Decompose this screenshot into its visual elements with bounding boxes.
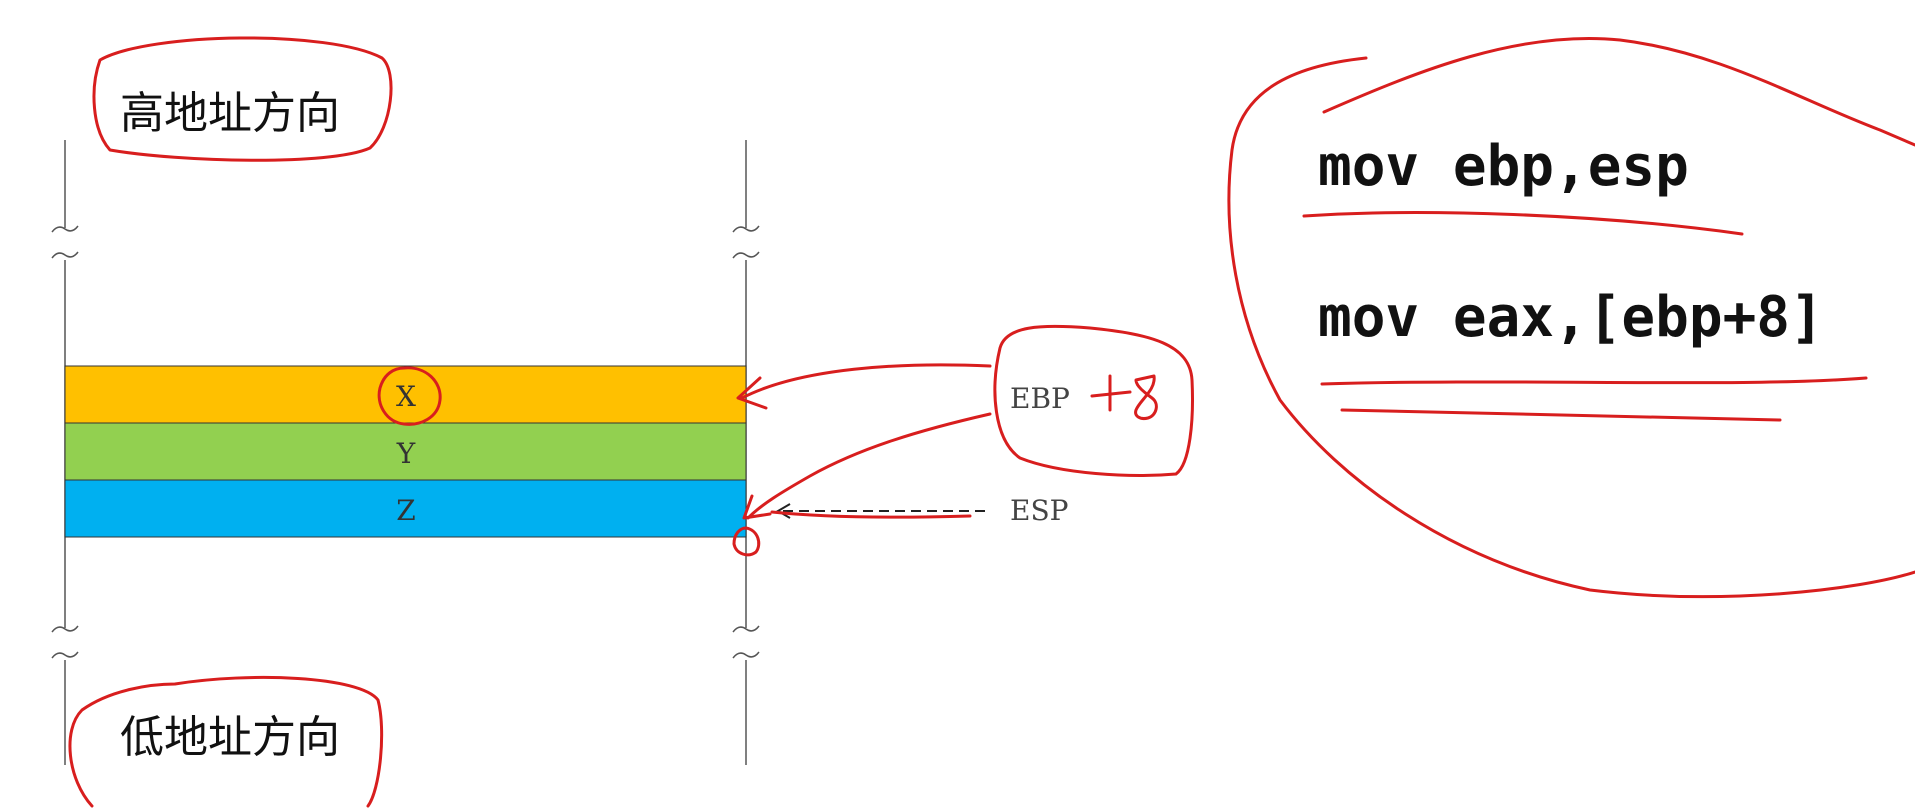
x-circle xyxy=(377,366,442,426)
break-mark-bottom-right-2 xyxy=(732,651,760,659)
low-address-label: 低地址方向 xyxy=(120,712,340,763)
break-mark-top-left xyxy=(51,225,79,233)
esp-arrowhead-red xyxy=(742,494,772,520)
code-underline-3 xyxy=(1340,408,1782,422)
plus-eight-plus xyxy=(1090,374,1132,412)
ebp-bubble xyxy=(993,324,1194,477)
code-line-1: mov ebp,esp xyxy=(1318,134,1689,199)
esp-bottom-circle xyxy=(732,526,761,557)
break-mark-top-right-2 xyxy=(732,251,760,259)
stack-cell-z-label: Z xyxy=(396,494,415,527)
high-address-circle xyxy=(92,36,393,162)
code-underline-1 xyxy=(1302,211,1744,236)
break-mark-bottom-right xyxy=(732,625,760,633)
code-bubble-top xyxy=(1322,36,1915,147)
break-mark-bottom-left xyxy=(51,625,79,633)
code-underline-2 xyxy=(1320,376,1868,386)
low-address-circle xyxy=(68,675,384,808)
handwritten-annotations xyxy=(68,36,1915,808)
break-mark-bottom-left-2 xyxy=(51,651,79,659)
stack-cell-y xyxy=(64,422,747,481)
stack-cell-z xyxy=(64,479,747,538)
stack-cell-x-label: X xyxy=(396,380,416,413)
plus-eight-eight xyxy=(1134,374,1158,420)
code-bubble xyxy=(1227,56,1915,599)
break-mark-top-left-2 xyxy=(51,251,79,259)
ebp-to-esp-curve xyxy=(746,412,992,520)
code-line-2: mov eax,[ebp+8] xyxy=(1318,285,1824,350)
ebp-arrowhead xyxy=(736,376,768,410)
esp-pointer-arrowhead xyxy=(776,503,791,519)
esp-red-line xyxy=(770,510,972,519)
ebp-arrow xyxy=(740,363,992,400)
esp-label: ESP xyxy=(1010,494,1068,527)
high-address-label: 高地址方向 xyxy=(120,88,340,139)
stack-cell-y-label: Y xyxy=(396,437,416,470)
ebp-label: EBP xyxy=(1010,382,1070,415)
break-mark-top-right xyxy=(732,225,760,233)
